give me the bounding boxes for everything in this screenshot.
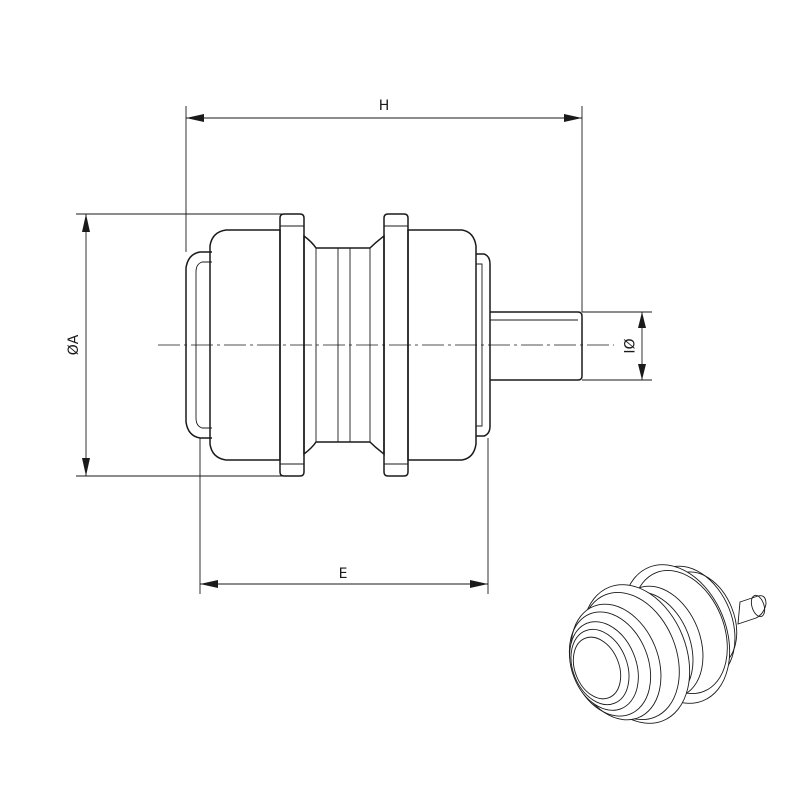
iso-end-cap-inner	[570, 629, 630, 705]
iso-end-cap-face	[572, 636, 622, 700]
left-flange	[279, 213, 305, 477]
a-label: ØA	[66, 334, 82, 355]
e-arrow-left	[200, 580, 218, 588]
h-arrow-left	[186, 114, 204, 122]
roller-side-view	[158, 213, 614, 477]
iso-shaft-end	[750, 594, 766, 618]
right-flange	[383, 213, 409, 477]
a-arrow-top	[82, 214, 90, 232]
h-arrow-right	[564, 114, 582, 122]
iso-shaft	[737, 595, 767, 625]
roller-isometric-view	[568, 564, 767, 724]
shaft	[490, 311, 583, 381]
dimension-a: ØA	[66, 213, 290, 477]
i-arrow-top	[638, 312, 646, 328]
dimension-e: E	[199, 438, 489, 594]
e-arrow-right	[470, 580, 488, 588]
e-label: E	[339, 566, 348, 582]
a-arrow-bottom	[82, 458, 90, 476]
iso-end-cap-ring	[569, 621, 639, 711]
dimension-h: H	[185, 98, 583, 312]
i-label: ØI	[620, 338, 636, 353]
right-hub	[407, 229, 477, 461]
dimension-i: ØI	[582, 311, 652, 381]
left-hub	[209, 229, 281, 461]
i-arrow-bottom	[638, 364, 646, 380]
h-label: H	[379, 98, 390, 114]
